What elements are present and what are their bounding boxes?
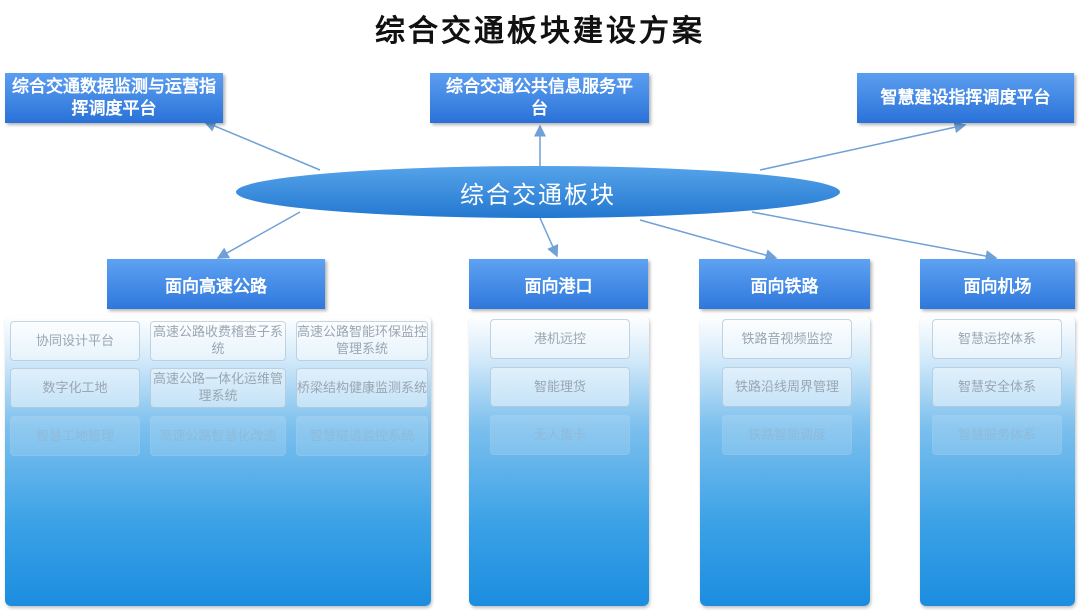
- airport-panel: [920, 316, 1075, 606]
- category-label: 面向高速公路: [165, 276, 267, 297]
- category-airport: 面向机场: [920, 259, 1075, 309]
- category-railway: 面向铁路: [699, 259, 870, 309]
- arrow-to-airport: [751, 211, 998, 262]
- port-item: 港机远控: [490, 319, 630, 359]
- arrow-to-port: [539, 217, 559, 258]
- port-item: 无人集卡: [490, 415, 630, 455]
- arrow-to-railway: [639, 219, 778, 261]
- railway-item: 铁路音视频监控: [722, 319, 852, 359]
- page-title: 综合交通板块建设方案: [375, 14, 705, 49]
- top-box-label: 综合交通公共信息服务平台: [446, 77, 633, 119]
- arrow-to-monitoring: [203, 120, 321, 171]
- top-box-label: 智慧建设指挥调度平台: [880, 88, 1051, 108]
- railway-item: 铁路智能调度: [722, 415, 852, 455]
- category-port: 面向港口: [469, 259, 648, 309]
- highway-panel: [5, 316, 431, 606]
- arrow-to-smart-construction: [759, 121, 967, 171]
- top-box-monitoring-platform: 综合交通数据监测与运营指挥调度平台: [5, 73, 223, 123]
- highway-item: 高速公路智能环保监控管理系统: [296, 321, 428, 361]
- top-box-smart-construction-platform: 智慧建设指挥调度平台: [857, 73, 1074, 123]
- highway-item: 协同设计平台: [10, 321, 140, 361]
- railway-panel: [700, 316, 870, 606]
- highway-item: 高速公路收费稽查子系统: [150, 321, 286, 361]
- category-label: 面向铁路: [750, 276, 819, 297]
- airport-item: 智慧服务体系: [932, 415, 1062, 455]
- top-box-label: 综合交通数据监测与运营指挥调度平台: [12, 77, 216, 119]
- arrow-to-highway: [216, 211, 301, 259]
- airport-item: 智慧安全体系: [932, 367, 1062, 407]
- category-highway: 面向高速公路: [107, 259, 325, 309]
- highway-item: 高速公路智慧化改造: [150, 416, 286, 456]
- highway-item: 数字化工地: [10, 368, 140, 408]
- center-ellipse: [236, 166, 840, 218]
- railway-item: 铁路沿线周界管理: [722, 367, 852, 407]
- highway-item: 智慧工地管理: [10, 416, 140, 456]
- highway-item: 高速公路一体化运维管理系统: [150, 368, 286, 408]
- airport-item: 智慧运控体系: [932, 319, 1062, 359]
- category-label: 面向港口: [524, 276, 593, 297]
- port-panel: [469, 316, 649, 606]
- port-item: 智能理货: [490, 367, 630, 407]
- top-box-public-info-platform: 综合交通公共信息服务平台: [430, 73, 649, 123]
- category-label: 面向机场: [963, 276, 1032, 297]
- highway-item: 智慧隧道监控系统: [296, 416, 428, 456]
- highway-item: 桥梁结构健康监测系统: [296, 368, 428, 408]
- center-label: 综合交通板块: [460, 180, 616, 209]
